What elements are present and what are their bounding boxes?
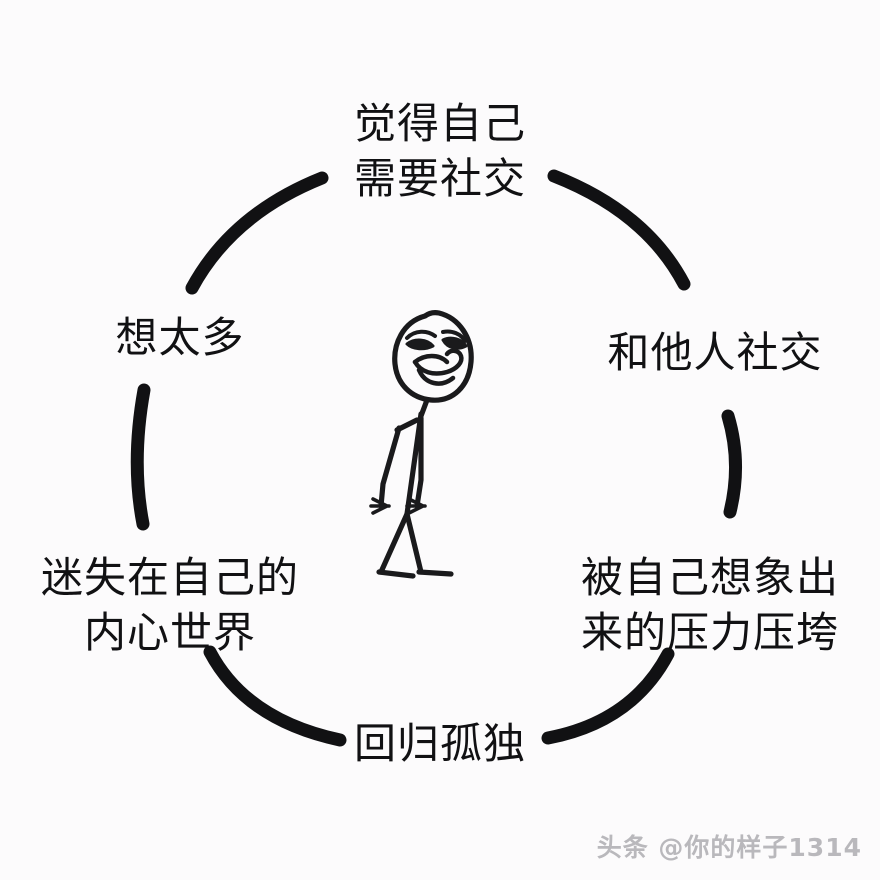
cycle-label-right: 和他人社交 — [607, 328, 823, 377]
figure-nose — [412, 353, 450, 365]
figure-foot-back — [376, 569, 416, 579]
figure-foot-front — [416, 569, 454, 577]
cycle-arc-right — [721, 409, 742, 519]
figure-eye-left — [405, 338, 435, 351]
cycle-label-bottom-left: 迷失在自己的 内心世界 — [40, 553, 299, 657]
walking-stick-figure — [369, 310, 474, 579]
cycle-arc-bottom-right — [541, 647, 675, 745]
figure-arm-front — [414, 415, 424, 509]
figure-leg-back — [378, 511, 410, 575]
cycle-label-left: 想太多 — [115, 313, 245, 362]
figure-eyebrow-left — [405, 329, 437, 340]
figure-head-outline — [392, 310, 474, 403]
figure-leg-front — [404, 511, 424, 575]
watermark: 头条 @你的样子1314 — [596, 833, 862, 862]
cycle-label-bottom-right: 被自己想象出 来的压力压垮 — [580, 553, 839, 657]
cycle-label-top: 觉得自己 需要社交 — [353, 99, 526, 203]
figure-mouth — [412, 348, 464, 376]
cycle-arc-left — [130, 383, 151, 531]
figure-hand-front — [405, 497, 427, 515]
cycle-arc-top-left — [185, 171, 329, 295]
cycle-label-bottom: 回归孤独 — [353, 719, 526, 768]
figure-eye-right — [441, 336, 468, 350]
figure-hand-back — [369, 497, 391, 515]
cycle-arc-bottom-left — [203, 645, 347, 747]
figure-arm-back — [378, 425, 402, 509]
cycle-arc-top-right — [547, 169, 691, 291]
figure-eyebrow-right — [441, 329, 467, 343]
figure-mouth-lower — [416, 367, 456, 386]
